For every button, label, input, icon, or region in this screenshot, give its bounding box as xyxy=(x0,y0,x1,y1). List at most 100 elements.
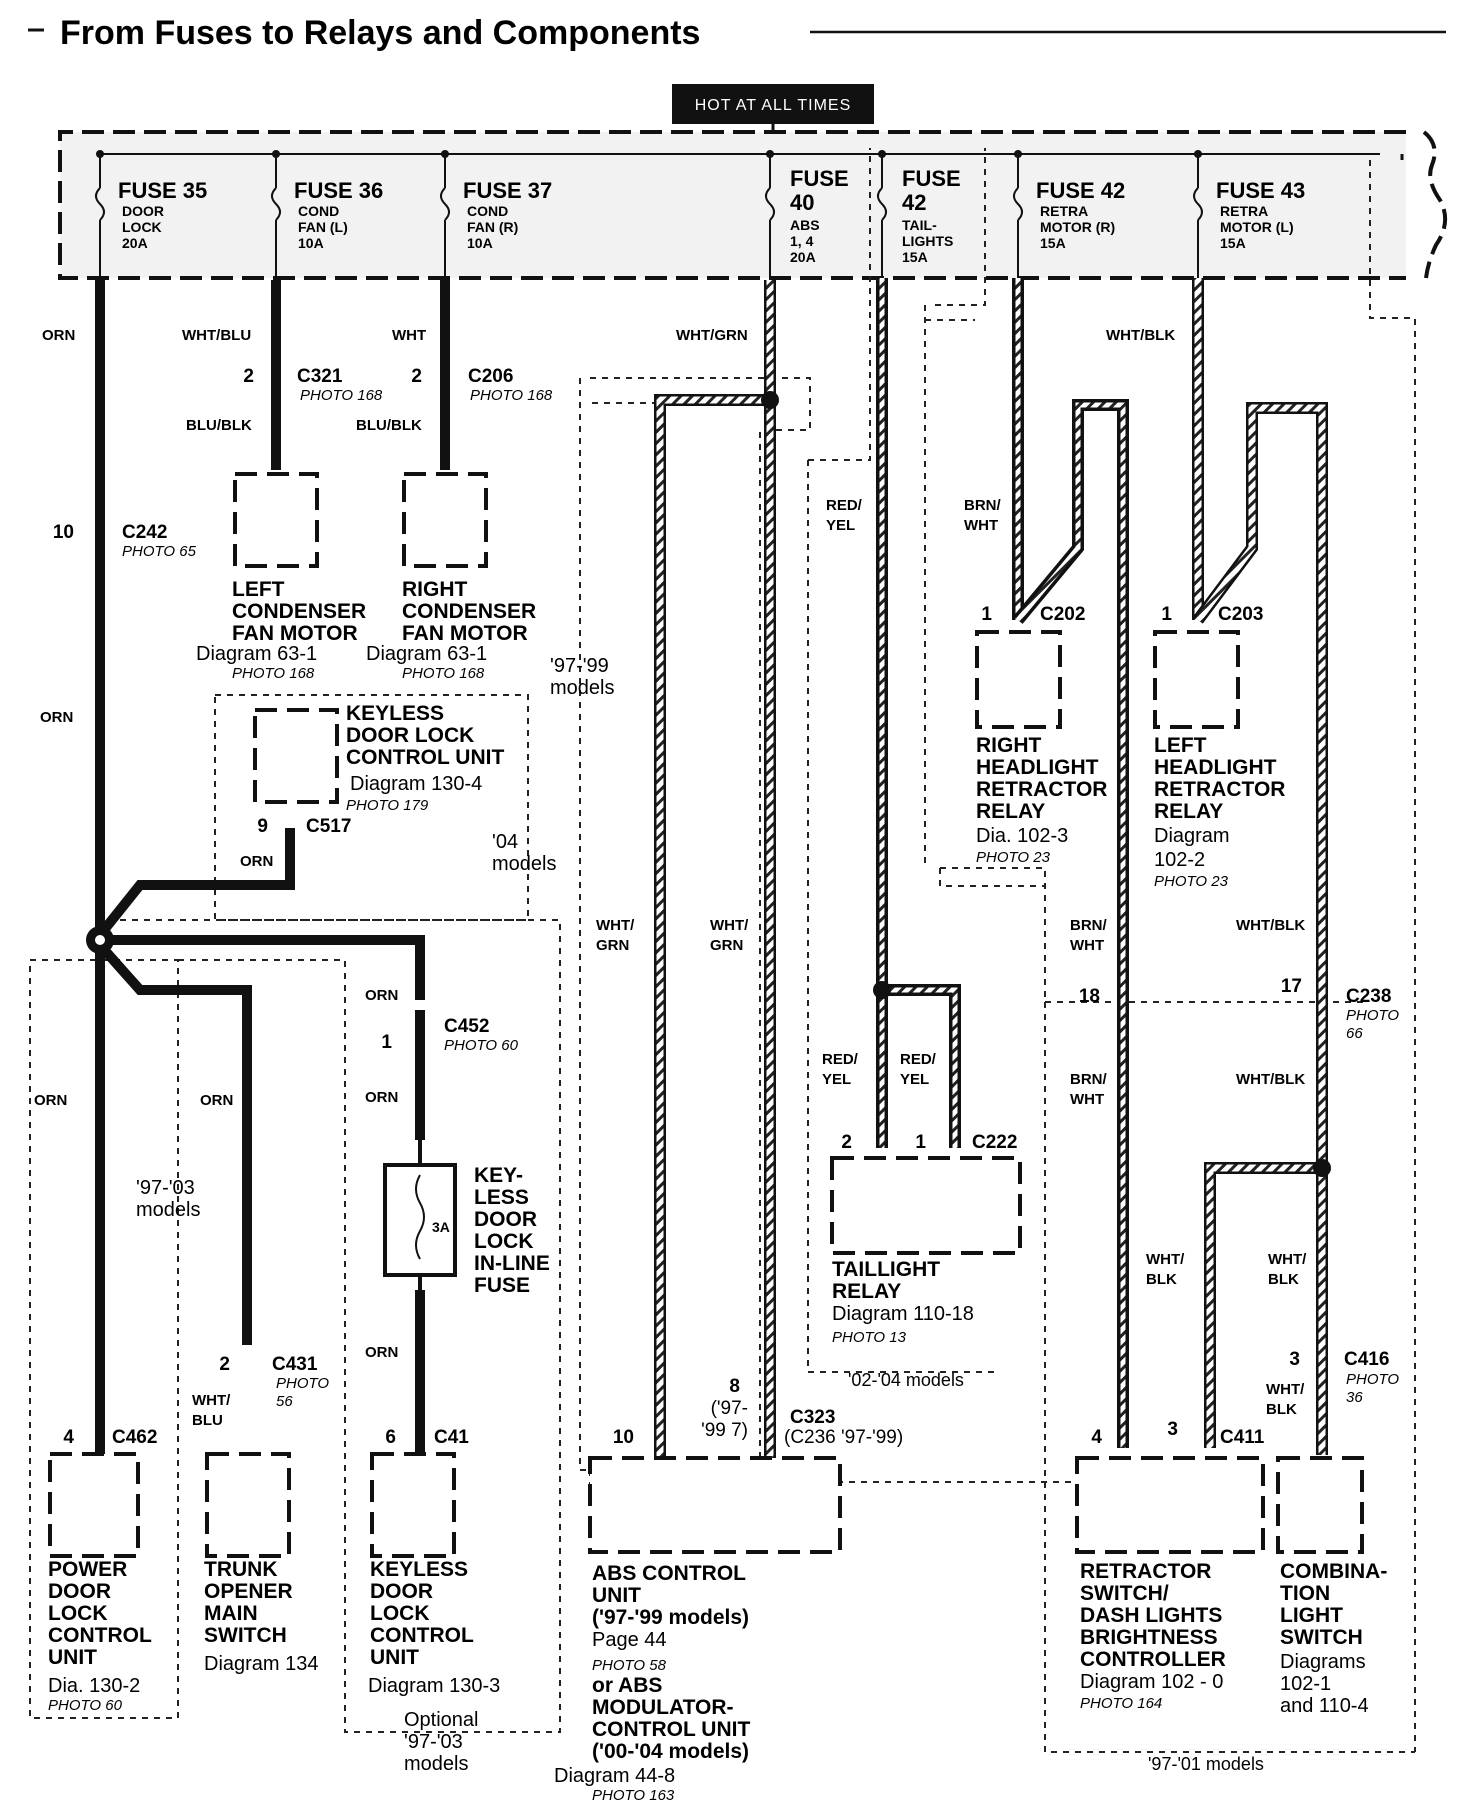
c323-pin-b: 8 xyxy=(729,1376,740,1397)
abs-label-0: ABS CONTROL xyxy=(592,1562,746,1585)
fuse-desc-f35-0: DOOR xyxy=(122,203,164,219)
abs-alt-3: ('00-'04 models) xyxy=(592,1740,749,1763)
c222-pin-b: 1 xyxy=(915,1132,926,1153)
fuse-desc-f40-2: 20A xyxy=(790,249,816,265)
combination-box xyxy=(1276,1456,1364,1554)
taillight-box xyxy=(830,1156,1022,1255)
abs-photo2: PHOTO 163 xyxy=(592,1787,675,1804)
boundary-lines xyxy=(29,148,1416,1753)
note-optional-1: '97-'03 xyxy=(404,1731,463,1753)
right-fan-box xyxy=(402,472,488,568)
trunk-label-0: TRUNK xyxy=(204,1558,278,1581)
power-door-label-4: UNIT xyxy=(48,1646,97,1669)
left-retractor-diagram-0: Diagram xyxy=(1154,825,1230,847)
c323-name: C323 xyxy=(790,1407,835,1428)
taillight-label-1: RELAY xyxy=(832,1280,901,1303)
right-fan-label-2: FAN MOTOR xyxy=(402,622,528,645)
splice-wht-grn xyxy=(761,391,779,409)
trunk-label-2: MAIN xyxy=(204,1602,258,1625)
fuse-desc-f37-0: COND xyxy=(467,203,508,219)
fuse-desc-f36-1: FAN (L) xyxy=(298,219,348,235)
right-retractor-label-0: RIGHT xyxy=(976,734,1042,757)
abs-diagram: Diagram 44-8 xyxy=(554,1765,675,1787)
fuse-desc-f42b-0: RETRA xyxy=(1040,203,1088,219)
wires xyxy=(86,278,1331,1462)
left-fan-label-0: LEFT xyxy=(232,578,285,601)
power-door-label-3: CONTROL xyxy=(48,1624,152,1647)
combination-diagram-2: and 110-4 xyxy=(1280,1695,1369,1717)
c321-pin: 2 xyxy=(243,366,254,387)
fuse-name-f37: FUSE 37 xyxy=(463,178,552,203)
left-fan-photo: PHOTO 168 xyxy=(232,665,315,682)
wc-wht-blu-a-1: BLU xyxy=(192,1412,223,1429)
fuse-name-f40-0: FUSE xyxy=(790,166,849,191)
wc-wht-blk-a-1: BLK xyxy=(1146,1271,1177,1288)
wc-red-yel-b-1: YEL xyxy=(822,1071,851,1088)
power-door-photo: PHOTO 60 xyxy=(48,1697,123,1714)
keyless-door-label-2: LOCK xyxy=(370,1602,430,1625)
inline-fuse-label-2: DOOR xyxy=(474,1208,537,1231)
c411-name: C411 xyxy=(1220,1427,1265,1448)
c431-photo-1: 56 xyxy=(276,1393,293,1410)
abs-photo: PHOTO 58 xyxy=(592,1657,667,1674)
wc-red-yel-c-1: YEL xyxy=(900,1071,929,1088)
page-title: From Fuses to Relays and Components xyxy=(60,14,700,52)
c517-name: C517 xyxy=(306,816,351,837)
wc-wht-grn-b-0: WHT/ xyxy=(710,917,749,934)
retractor-switch-diagram: Diagram 102 - 0 xyxy=(1080,1671,1223,1693)
wc-red-yel-a-1: YEL xyxy=(826,517,855,534)
wc-wht-blk-a-0: WHT/ xyxy=(1146,1251,1185,1268)
keyless-door-label-1: DOOR xyxy=(370,1580,433,1603)
fuse-f35 xyxy=(95,150,105,280)
splice-red-yel xyxy=(873,981,891,999)
note-optional-2: models xyxy=(404,1753,468,1775)
note-97-01: '97-'01 models xyxy=(1148,1754,1264,1774)
note-04-1: models xyxy=(492,853,556,875)
fuse-desc-f43-0: RETRA xyxy=(1220,203,1268,219)
wc-red-yel-b-0: RED/ xyxy=(822,1051,859,1068)
left-retractor-label-0: LEFT xyxy=(1154,734,1207,757)
wc-wht-blk-c-1: BLK xyxy=(1266,1401,1297,1418)
wc-wht-blk-1: WHT/BLK xyxy=(1106,327,1175,344)
left-retractor-label-1: HEADLIGHT xyxy=(1154,756,1277,779)
note-optional-0: Optional xyxy=(404,1709,479,1731)
wc-wht-blu: WHT/BLU xyxy=(182,327,251,344)
left-fan-box xyxy=(233,472,319,568)
wc-wht-grn-a-1: GRN xyxy=(596,937,629,954)
note-97-99-0: '97-'99 xyxy=(550,655,609,677)
c431-pin: 2 xyxy=(219,1354,230,1375)
right-retractor-label-1: HEADLIGHT xyxy=(976,756,1099,779)
note-97-99-1: models xyxy=(550,677,614,699)
c238-photo-1: 66 xyxy=(1346,1025,1363,1042)
fuse-desc-f42-1: LIGHTS xyxy=(902,233,953,249)
c238-pin-a: 18 xyxy=(1079,986,1100,1007)
c416-photo-0: PHOTO xyxy=(1346,1371,1399,1388)
retractor-switch-box xyxy=(1075,1456,1265,1554)
left-retractor-label-2: RETRACTOR xyxy=(1154,778,1285,801)
keyless-unit-label-2: CONTROL UNIT xyxy=(346,746,504,769)
c242-pin: 10 xyxy=(53,522,74,543)
c206-pin: 2 xyxy=(411,366,422,387)
trunk-diagram: Diagram 134 xyxy=(204,1653,319,1675)
abs-alt-1: MODULATOR- xyxy=(592,1696,734,1719)
trunk-box xyxy=(205,1452,291,1558)
wc-brn-wht-b-0: BRN/ xyxy=(1070,917,1107,934)
retractor-switch-label-3: BRIGHTNESS xyxy=(1080,1626,1218,1649)
c206-name: C206 xyxy=(468,366,513,387)
note-02-04: '02-'04 models xyxy=(848,1370,964,1390)
fuse-name-f43: FUSE 43 xyxy=(1216,178,1305,203)
wc-wht-grn: WHT/GRN xyxy=(676,327,748,344)
fuse-desc-f40-0: ABS xyxy=(790,217,820,233)
fuse-desc-f43-1: MOTOR (L) xyxy=(1220,219,1294,235)
keyless-unit-label-1: DOOR LOCK xyxy=(346,724,474,747)
power-door-label-0: POWER xyxy=(48,1558,127,1581)
fuse-desc-f40-1: 1, 4 xyxy=(790,233,814,249)
fuse-f40 xyxy=(765,150,775,280)
c452-photo: PHOTO 60 xyxy=(444,1037,519,1054)
c416-photo-1: 36 xyxy=(1346,1389,1363,1406)
title-block: From Fuses to Relays and Components xyxy=(28,14,1446,52)
inline-fuse-label-5: FUSE xyxy=(474,1274,530,1297)
